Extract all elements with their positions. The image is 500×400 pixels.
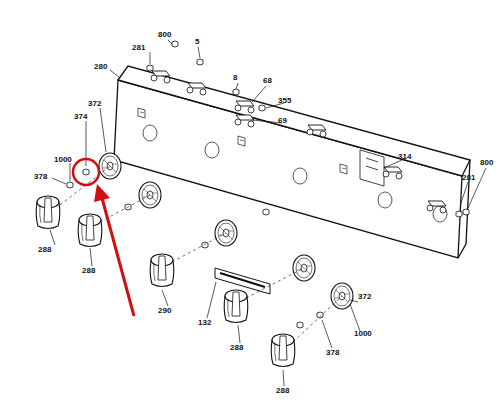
callout-number: 1000	[54, 156, 72, 164]
highlight-arrow	[102, 198, 134, 316]
callout-number: 355	[278, 97, 291, 105]
callout-number: 378	[34, 173, 47, 181]
highlight-circle	[73, 159, 99, 185]
screw-part	[233, 89, 239, 95]
dial-ring	[293, 255, 315, 281]
callout-number: 288	[230, 344, 243, 352]
screw-part	[259, 105, 265, 111]
bracket-part	[151, 71, 170, 83]
callout-number: 68	[263, 77, 272, 85]
axis-lines	[60, 166, 342, 342]
callout-number: 290	[158, 307, 171, 315]
screw-part	[202, 242, 208, 248]
bracket-part	[235, 115, 254, 127]
callout-number: 132	[198, 319, 211, 327]
screw-part	[456, 211, 462, 217]
knob-part	[271, 334, 295, 367]
callout-number: 288	[82, 267, 95, 275]
callout-number: 281	[462, 174, 475, 182]
leader-lines	[50, 40, 486, 386]
screw-part	[67, 182, 73, 188]
control-panel	[114, 66, 470, 294]
callout-number: 69	[278, 117, 287, 125]
bracket-part	[307, 125, 326, 137]
screw-part	[147, 65, 153, 71]
callout-number: 280	[94, 63, 107, 71]
callout-number: 288	[276, 387, 289, 395]
callout-number: 281	[132, 44, 145, 52]
knob-part	[36, 196, 60, 229]
callout-number: 378	[326, 349, 339, 357]
callout-number: 372	[88, 100, 101, 108]
callout-number: 314	[398, 153, 411, 161]
clip-part	[83, 169, 89, 175]
screw-part	[263, 209, 269, 215]
knob-part	[78, 214, 102, 247]
screw-part	[297, 322, 303, 328]
callout-number: 800	[158, 31, 171, 39]
screw-part	[463, 209, 469, 215]
screw-part	[172, 41, 178, 47]
callout-number: 1000	[354, 330, 372, 338]
bracket-part	[427, 201, 446, 213]
dial-ring	[99, 153, 121, 179]
callout-number: 288	[38, 246, 51, 254]
bracket-part	[383, 167, 402, 179]
callout-number: 800	[480, 159, 493, 167]
callout-number: 8	[233, 74, 237, 82]
callout-number: 5	[195, 38, 199, 46]
knob-part	[150, 254, 174, 287]
callout-number: 374	[74, 113, 87, 121]
screw-part	[317, 312, 323, 318]
callout-number: 372	[358, 293, 371, 301]
knob-part	[224, 290, 248, 323]
bracket-part	[235, 101, 254, 113]
arrow-head	[94, 184, 110, 202]
screw-part	[197, 59, 203, 65]
bracket-part	[187, 83, 206, 95]
